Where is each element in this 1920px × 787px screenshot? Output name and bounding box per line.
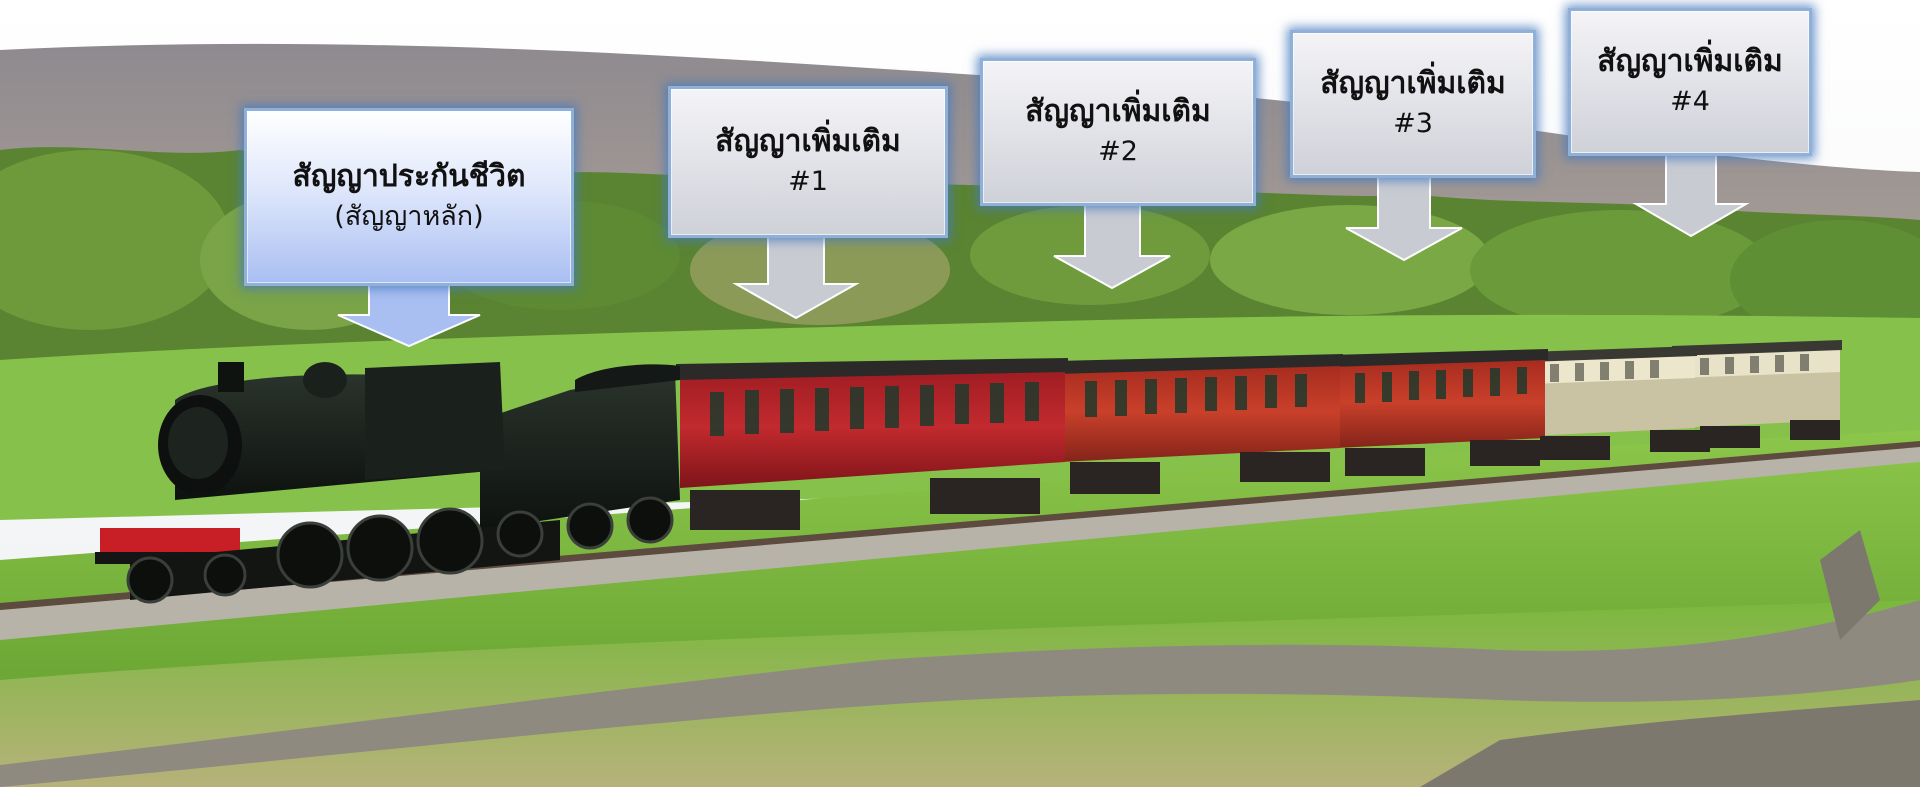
down-arrow-icon <box>1053 197 1171 290</box>
main-contract-box: สัญญาประกันชีวิต (สัญญาหลัก) <box>244 108 574 286</box>
rider-number: #4 <box>1670 86 1710 117</box>
rider-number: #3 <box>1393 108 1433 139</box>
rider-box: สัญญาเพิ่มเติม #2 <box>980 58 1256 206</box>
main-contract-title: สัญญาประกันชีวิต <box>292 158 526 194</box>
rider-title: สัญญาเพิ่มเติม <box>1025 93 1211 129</box>
callout-rider-3: สัญญาเพิ่มเติม #3 <box>1290 30 1536 262</box>
callout-main-contract: สัญญาประกันชีวิต (สัญญาหลัก) <box>244 108 574 348</box>
rider-number: #1 <box>788 166 828 197</box>
rider-number: #2 <box>1098 136 1138 167</box>
callout-rider-4: สัญญาเพิ่มเติม #4 <box>1568 8 1812 238</box>
down-arrow-icon <box>1632 147 1750 238</box>
main-contract-subtitle: (สัญญาหลัก) <box>334 201 484 232</box>
rider-title: สัญญาเพิ่มเติม <box>715 123 901 159</box>
rider-title: สัญญาเพิ่มเติม <box>1320 65 1506 101</box>
down-arrow-icon <box>1345 169 1463 262</box>
rider-title: สัญญาเพิ่มเติม <box>1597 43 1783 79</box>
callout-rider-2: สัญญาเพิ่มเติม #2 <box>980 58 1256 290</box>
callout-rider-1: สัญญาเพิ่มเติม #1 <box>668 86 948 320</box>
rider-box: สัญญาเพิ่มเติม #3 <box>1290 30 1536 178</box>
rider-box: สัญญาเพิ่มเติม #4 <box>1568 8 1812 156</box>
rider-box: สัญญาเพิ่มเติม #1 <box>668 86 948 238</box>
